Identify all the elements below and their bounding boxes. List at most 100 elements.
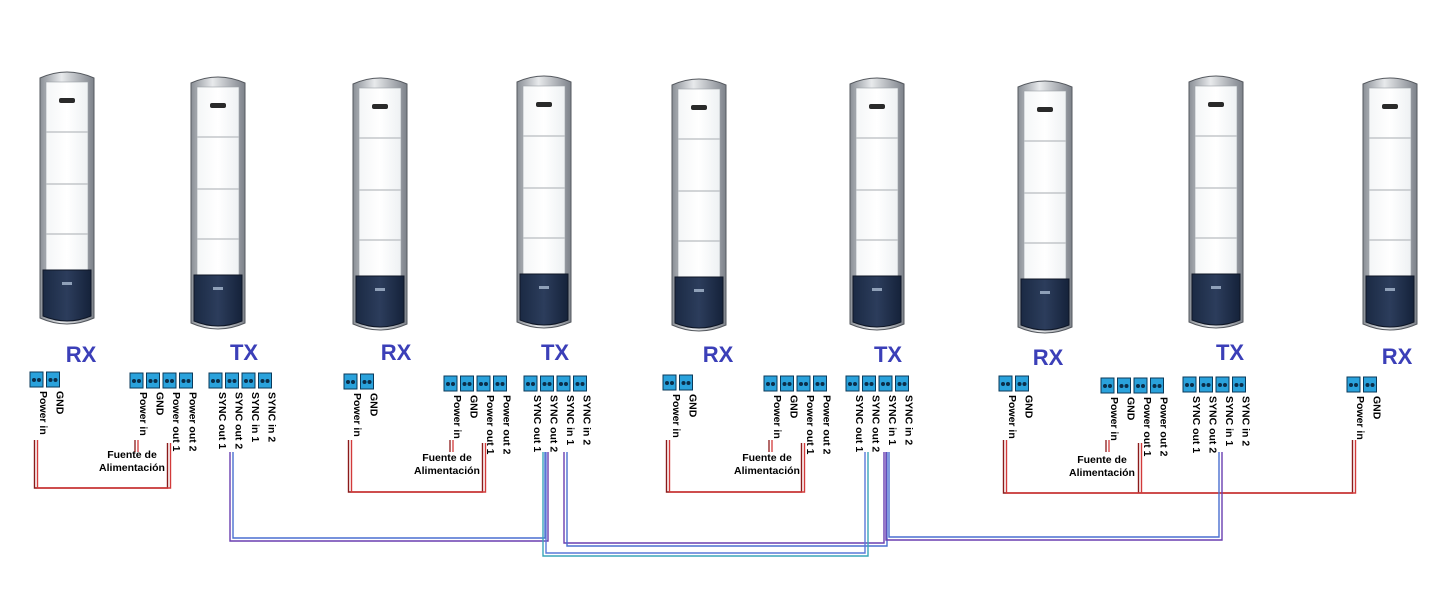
gate-indicator <box>536 102 552 107</box>
tx3-sync-in-2-terminal <box>895 375 909 392</box>
tx2-sync-out-2-terminal <box>540 375 554 392</box>
terminal-screw <box>153 379 158 383</box>
terminal-screw <box>32 378 36 382</box>
psu3-gnd-terminal-label: GND <box>788 395 800 419</box>
tx3-sync-in-1-terminal-label: SYNC in 1 <box>886 395 898 445</box>
tx2-sync-out-1-terminal <box>523 375 538 392</box>
terminal-screw <box>484 382 488 386</box>
power-supply-label-3: Fuente de <box>742 452 792 464</box>
tx1-sync-in-1-terminal <box>241 372 256 389</box>
tx3-sync-out-1-terminal <box>845 375 860 392</box>
rx5-gnd-terminal-label: GND <box>1371 396 1383 420</box>
terminal-block <box>1117 377 1131 394</box>
psu2-power-out-2-terminal-label: Power out 2 <box>501 395 513 455</box>
tx1-sync-in-1-terminal-label: SYNC in 1 <box>249 392 261 442</box>
gate-3 <box>352 77 408 331</box>
gate-base <box>42 269 92 322</box>
gate-4 <box>516 75 572 329</box>
terminal-block <box>179 372 193 389</box>
terminal-block <box>662 374 677 391</box>
terminal-screw <box>665 381 669 385</box>
psu3-power-out-2-terminal <box>813 375 827 392</box>
psu4-power-in-terminal <box>1100 377 1115 394</box>
psu1-power-out-1-terminal <box>162 372 177 389</box>
gate-base-logo <box>1385 288 1395 291</box>
terminal-screw <box>1157 384 1162 388</box>
terminal-block <box>1015 375 1029 392</box>
psu3-power-out-1-terminal-label: Power out 1 <box>804 395 816 455</box>
terminal-screw <box>346 380 350 384</box>
gate-7 <box>1017 80 1073 334</box>
terminal-screw <box>1223 383 1227 387</box>
psu2-gnd-terminal <box>460 375 474 392</box>
terminal-screw <box>1354 383 1358 387</box>
gate-indicator <box>59 98 75 103</box>
psu4-power-out-2-terminal <box>1150 377 1164 394</box>
terminal-screw <box>1001 382 1005 386</box>
terminal-block <box>1100 377 1115 394</box>
terminal-block <box>556 375 571 392</box>
power-wire-2-b <box>350 440 487 493</box>
terminal-block <box>460 375 474 392</box>
rx5-power-in-terminal <box>1346 376 1361 393</box>
terminal-block <box>1150 377 1164 394</box>
terminal-screw <box>1136 384 1140 388</box>
rx2-gnd-terminal-label: GND <box>368 393 380 417</box>
rx4-gnd-terminal-label: GND <box>1023 395 1035 419</box>
terminal-screw <box>580 382 585 386</box>
terminal-screw <box>542 382 547 386</box>
psu3-power-in-terminal-label: Power in <box>771 395 783 439</box>
terminal-screw <box>1234 383 1239 387</box>
terminal-screw <box>181 379 186 383</box>
terminal-screw <box>186 379 191 383</box>
terminal-screw <box>559 382 563 386</box>
sync-wire-1a <box>229 452 549 542</box>
psu2-power-in-terminal <box>443 375 458 392</box>
psu2-power-out-1-terminal-label: Power out 1 <box>484 395 496 455</box>
terminal-block <box>796 375 811 392</box>
terminal-screw <box>446 382 450 386</box>
rx5-power-in-terminal-label: Power in <box>1354 396 1366 440</box>
rx3-gnd-terminal <box>679 374 693 391</box>
terminal-block <box>29 371 44 388</box>
tx2-sync-out-1-terminal-label: SYNC out 1 <box>531 395 543 452</box>
gate-glass <box>1368 87 1412 277</box>
terminal-block <box>493 375 507 392</box>
terminal-screw <box>467 382 472 386</box>
terminal-screw <box>820 382 825 386</box>
gate-glass <box>1194 85 1238 275</box>
terminal-block <box>540 375 554 392</box>
gate-label-rx: RX <box>703 342 734 367</box>
tx1-sync-out-2-terminal-label: SYNC out 2 <box>233 392 245 449</box>
terminal-screw <box>771 382 775 386</box>
terminal-screw <box>1185 383 1189 387</box>
gate-label-rx: RX <box>1033 345 1064 370</box>
gate-base-logo <box>1211 286 1221 289</box>
terminal-screw <box>48 378 53 382</box>
terminal-screw <box>451 382 455 386</box>
terminal-screw <box>1201 383 1206 387</box>
terminal-screw <box>864 382 869 386</box>
gate-indicator <box>869 104 885 109</box>
terminal-block <box>1232 376 1246 393</box>
terminal-screw <box>495 382 500 386</box>
psu4-power-out-1-terminal-label: Power out 1 <box>1141 397 1153 457</box>
psu1-gnd-terminal <box>146 372 160 389</box>
terminal-screw <box>148 379 153 383</box>
tx1-sync-out-1-terminal <box>208 372 223 389</box>
gate-glass <box>855 87 899 277</box>
terminal-block <box>146 372 160 389</box>
terminal-block <box>225 372 239 389</box>
gate-label-tx: TX <box>230 340 258 365</box>
terminal-block <box>679 374 693 391</box>
terminal-block <box>862 375 876 392</box>
terminal-block <box>1346 376 1361 393</box>
sync-wire-2b <box>566 452 888 547</box>
gate-glass <box>45 81 89 271</box>
rx1-gnd-terminal-label: GND <box>54 391 66 415</box>
tx4-sync-out-1-terminal <box>1182 376 1197 393</box>
rx1-power-in-terminal <box>29 371 44 388</box>
psu4-power-out-1-terminal <box>1133 377 1148 394</box>
tx1-sync-out-1-terminal-label: SYNC out 1 <box>216 392 228 449</box>
